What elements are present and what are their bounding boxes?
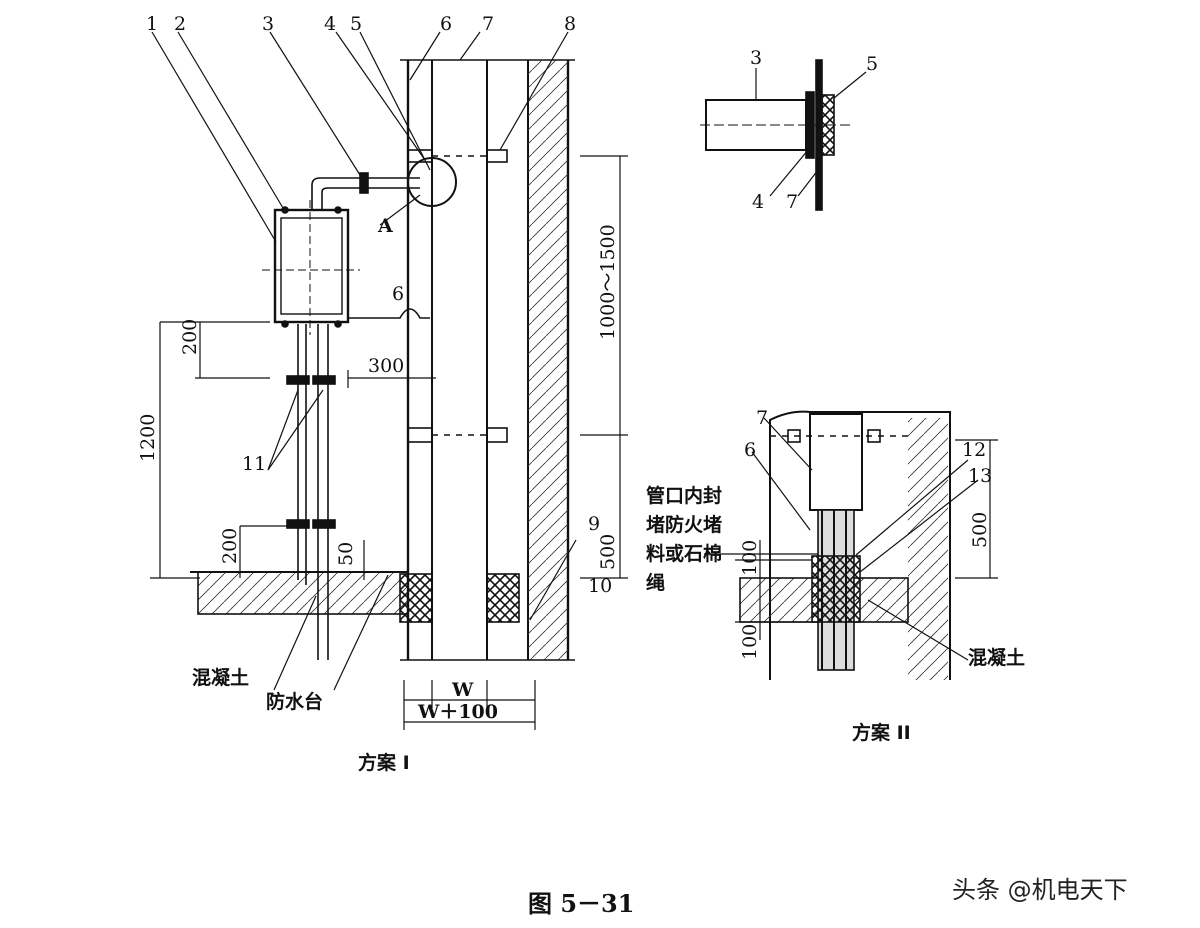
- conduits-down: [286, 324, 336, 660]
- dim-50: 50: [335, 542, 357, 566]
- s2-callout-6: 6: [744, 439, 756, 461]
- detail-a-labels: 3 5 4 7: [750, 47, 878, 213]
- detail-marker-a: A: [377, 215, 393, 237]
- watermark: 头条 @机电天下: [952, 876, 1128, 904]
- dim-200-bottom: 200: [219, 528, 241, 564]
- note-line: 管口内封: [646, 485, 723, 507]
- s2-label-concrete: 混凝土: [968, 646, 1025, 669]
- callout-10: 10: [588, 575, 612, 597]
- detail-callout-7: 7: [786, 191, 798, 213]
- label-concrete: 混凝土: [192, 666, 249, 689]
- label-waterproof-curb: 防水台: [266, 690, 323, 713]
- dim-1200: 1200: [137, 414, 159, 462]
- conduit-top: [311, 157, 457, 210]
- callout-4: 4: [324, 13, 336, 35]
- dim-500: 500: [597, 534, 619, 570]
- s2-dim-100-bottom: 100: [739, 624, 761, 660]
- s2-callout-13: 13: [968, 465, 992, 487]
- bushing-blocks: [407, 149, 508, 443]
- scheme2-drawing: [704, 410, 998, 680]
- dim-w: W: [451, 679, 474, 701]
- leader-lines: [151, 31, 577, 691]
- floor-slab: [190, 571, 520, 623]
- s2-dim-500: 500: [969, 512, 991, 548]
- scheme1-labels: 1 2 3 4 5 6 7 8 9 10 11 6 A 200 1200 300…: [137, 13, 619, 723]
- callout-9: 9: [588, 513, 600, 535]
- s2-callout-12: 12: [962, 439, 986, 461]
- figure-caption: 图 5－31: [528, 889, 635, 918]
- callout-1: 1: [146, 13, 158, 35]
- detail-callout-4: 4: [752, 191, 764, 213]
- scheme1-title: 方案 I: [358, 752, 410, 774]
- s2-callout-7: 7: [756, 407, 768, 429]
- junction-box: [262, 200, 360, 335]
- dim-300: 300: [368, 355, 404, 377]
- callout-8: 8: [564, 13, 576, 35]
- dim-w-plus-100: W＋100: [417, 701, 498, 723]
- firestop-note: 管口内封 堵防火堵 料或石棉 绳: [646, 482, 722, 598]
- detail-callout-5: 5: [866, 53, 878, 75]
- scheme2-labels: 7 6 12 13 100 100 500 混凝土: [739, 407, 1025, 669]
- callout-5: 5: [350, 13, 362, 35]
- dim-200-top: 200: [179, 319, 201, 355]
- callout-2: 2: [174, 13, 186, 35]
- note-line: 料或石棉: [646, 543, 723, 565]
- scheme1-drawing: [150, 31, 628, 730]
- dim-1000-1500: 1000～1500: [597, 224, 619, 340]
- callout-3: 3: [262, 13, 274, 35]
- note-line: 堵防火堵: [646, 514, 723, 536]
- s2-dim-100-top: 100: [739, 540, 761, 576]
- detail-a-drawing: [700, 59, 867, 211]
- ground-strap: [348, 308, 430, 319]
- callout-7: 7: [482, 13, 494, 35]
- callout-6: 6: [440, 13, 452, 35]
- callout-11: 11: [242, 453, 266, 475]
- detail-callout-3: 3: [750, 47, 762, 69]
- scheme2-title: 方案 II: [852, 722, 911, 744]
- callout-6b: 6: [392, 283, 404, 305]
- dimension-lines: [150, 155, 628, 730]
- note-line: 绳: [646, 572, 666, 594]
